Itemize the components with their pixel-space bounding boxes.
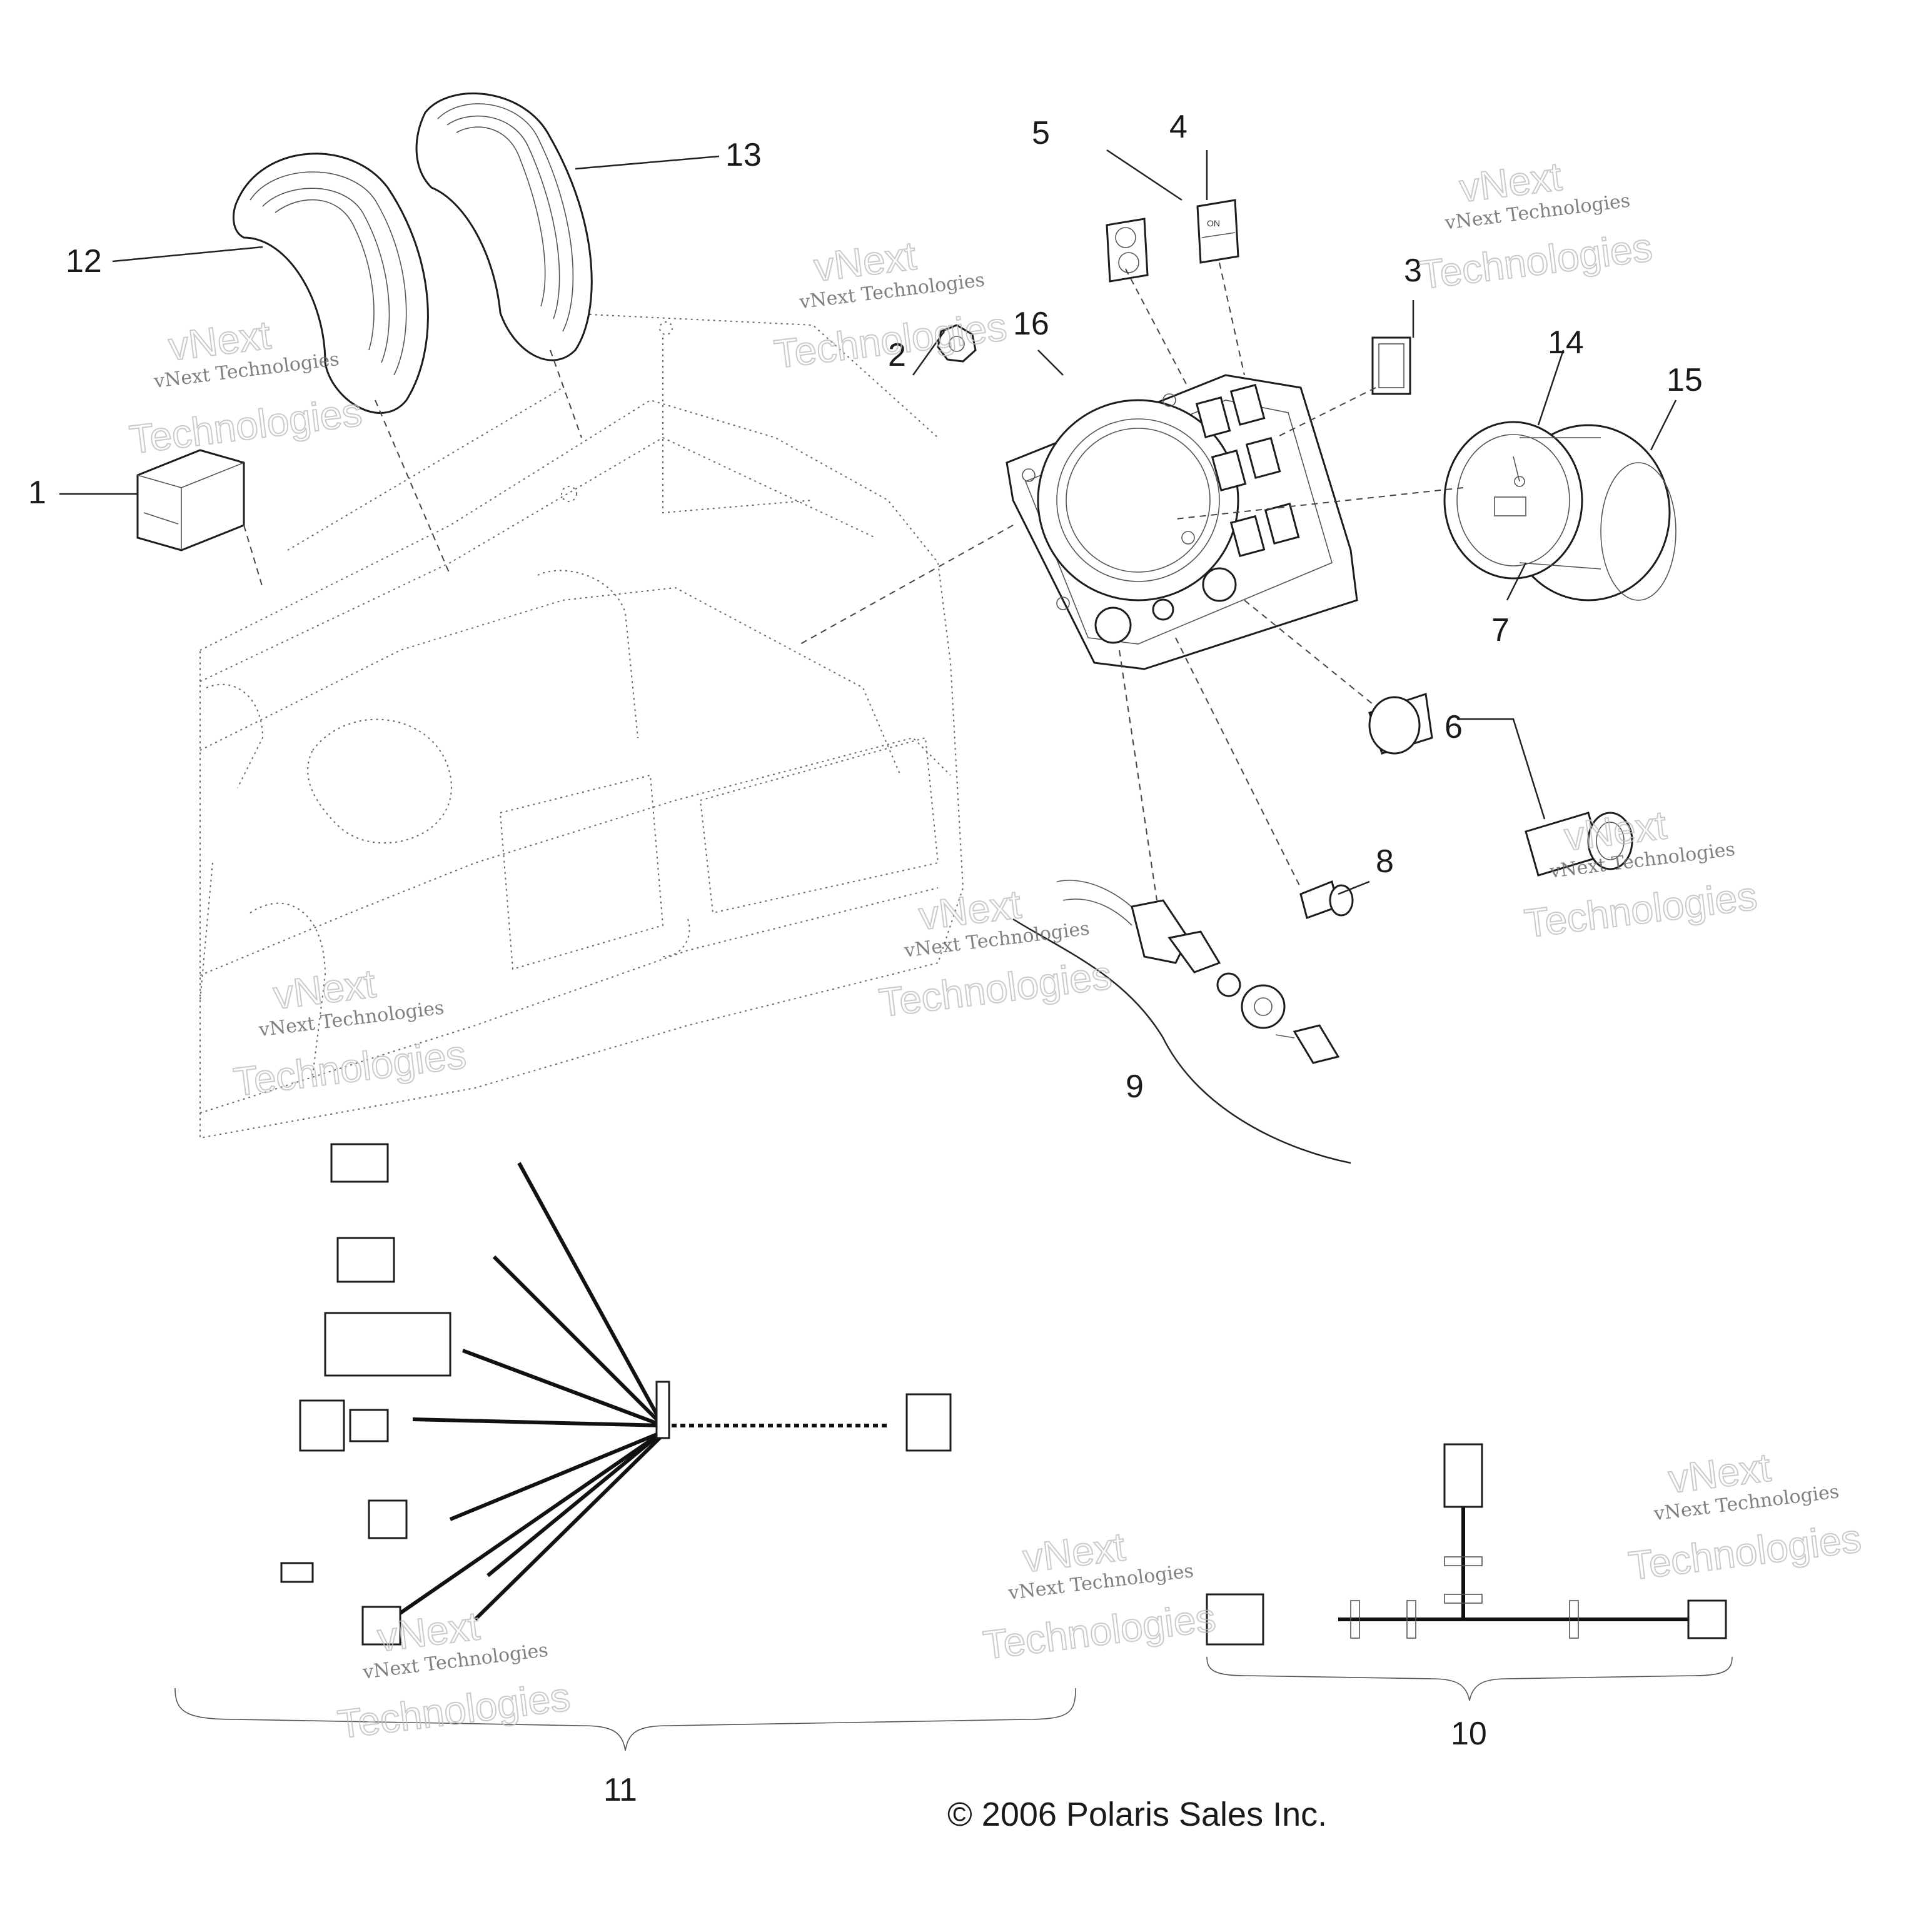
- storage-box: [136, 449, 245, 551]
- copyright-text: © 2006 Polaris Sales Inc.: [947, 1796, 1327, 1833]
- power-outlet: [1368, 693, 1633, 877]
- leader-lines: [59, 149, 1677, 1164]
- callout-11: 11: [603, 1772, 637, 1808]
- callout-1: 1: [28, 475, 46, 511]
- callout-3: 3: [1404, 253, 1422, 289]
- watermark-big: Technologies: [335, 1674, 573, 1747]
- switch-5: [1106, 218, 1149, 283]
- instrument-panel: [1006, 374, 1358, 670]
- watermark-big: Technologies: [127, 389, 365, 462]
- callout-2: 2: [888, 337, 906, 373]
- callout-10: 10: [1451, 1716, 1487, 1752]
- callout-4: 4: [1169, 109, 1187, 145]
- svg-text:ON: ON: [1207, 218, 1220, 228]
- callout-15: 15: [1666, 362, 1703, 398]
- brace-10: [1206, 1656, 1733, 1701]
- callout-5: 5: [1032, 115, 1050, 151]
- label-plate: [1371, 336, 1411, 395]
- callout-16: 16: [1013, 306, 1049, 342]
- callout-9: 9: [1126, 1069, 1144, 1105]
- dashboard-outline: [199, 312, 964, 1139]
- sub-harness: [1206, 1443, 1727, 1646]
- watermark-big: Technologies: [1417, 224, 1655, 298]
- watermark-big: Technologies: [1626, 1516, 1864, 1589]
- callout-labels: 1 2 3 4 5 6 7 8 9 10 11 12 13 14 15 16: [28, 109, 1703, 1808]
- callout-13: 13: [725, 137, 762, 173]
- switch-4: ON: [1196, 199, 1239, 264]
- grab-handle-right: [415, 92, 593, 361]
- main-harness: [280, 1143, 952, 1646]
- watermark-big: Technologies: [877, 952, 1114, 1025]
- nut: [937, 324, 977, 363]
- callout-7: 7: [1491, 612, 1510, 648]
- watermark-big: Technologies: [981, 1594, 1218, 1668]
- watermark-big: Technologies: [231, 1032, 469, 1105]
- indicator-lamp: [1299, 880, 1354, 919]
- callout-8: 8: [1376, 843, 1394, 880]
- brace-11: [174, 1688, 1076, 1751]
- callout-14: 14: [1548, 325, 1584, 361]
- watermark-big: Technologies: [1522, 873, 1760, 946]
- grab-handle-left: [232, 153, 429, 414]
- ignition-switch: [1056, 880, 1340, 1064]
- gauge: [1443, 421, 1676, 601]
- callout-6: 6: [1445, 709, 1463, 745]
- callout-12: 12: [66, 243, 102, 279]
